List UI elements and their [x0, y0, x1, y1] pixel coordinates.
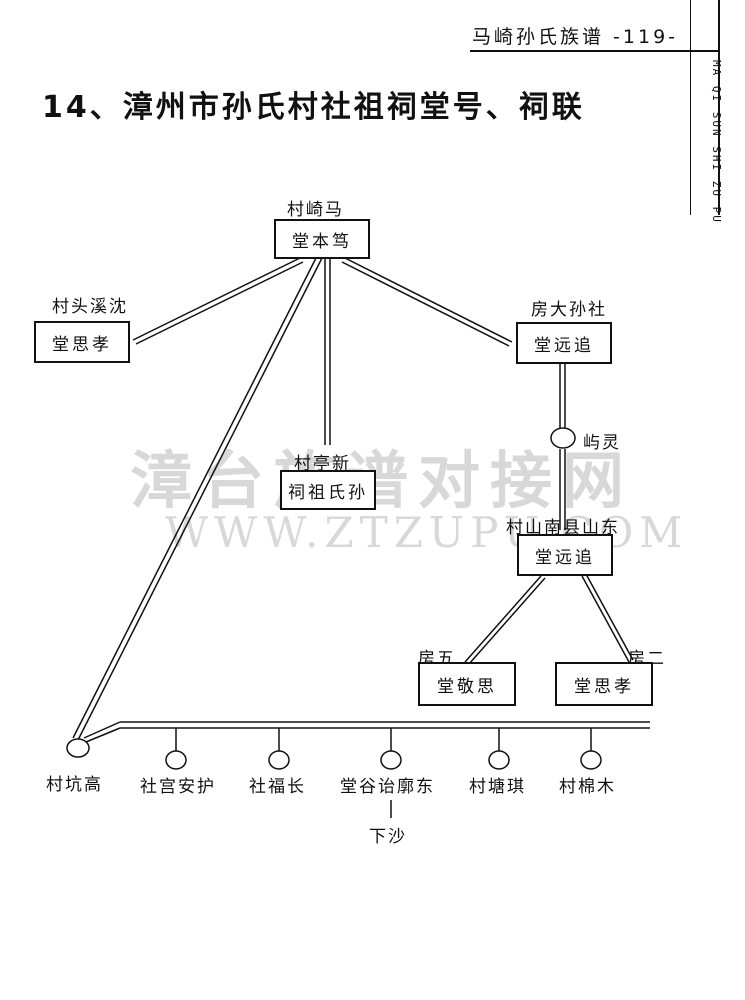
node-dongmiao [380, 750, 402, 770]
yuling-label: 屿灵 [583, 433, 621, 453]
dafang-hall-box: 堂远追 [516, 322, 612, 364]
side-rail [690, 0, 691, 215]
trunk-bend [83, 721, 121, 739]
changfu-label: 社福长 [249, 777, 306, 797]
shenxitou-hall-box: 堂思孝 [34, 321, 130, 363]
angong-label: 社宫安护 [140, 777, 216, 797]
side-romanized-title: MA QI SUN SHI ZU PU [710, 60, 723, 224]
node-yuling [550, 427, 576, 449]
node-mumian [580, 750, 602, 770]
header-rule [470, 50, 718, 52]
link-maqi-gaokeng [72, 257, 317, 739]
shandong-hall-box: 堂远追 [517, 534, 613, 576]
node-angong [165, 750, 187, 770]
xinting-village-label: 村亭新 [294, 454, 351, 474]
link-maqi-dafang [344, 257, 513, 343]
shandong-village-label: 村山南县山东 [506, 518, 620, 538]
xinting-hall-box: 祠祖氏孙 [280, 470, 376, 510]
shenxitou-village-label: 村头溪沈 [52, 297, 128, 317]
node-qitang [488, 750, 510, 770]
maqi-village-label: 村崎马 [287, 200, 344, 220]
fanger-hall-box: 堂思孝 [555, 662, 653, 706]
qitang-label: 村塘琪 [469, 777, 526, 797]
node-gaokeng [66, 738, 90, 758]
mumian-label: 村棉木 [559, 777, 616, 797]
gaokeng-label: 村坑高 [46, 775, 103, 795]
link-maqi-shenxitou [132, 257, 301, 341]
side-rail-outer [718, 0, 720, 215]
header-title: 马崎孙氏族谱 -119- [472, 26, 679, 48]
dongmiao-label: 堂谷诒廓东 [340, 777, 435, 797]
xiasha-label: 下沙 [369, 827, 407, 847]
dafang-village-label: 房大孙社 [531, 300, 607, 320]
fangwu-hall-box: 堂敬思 [418, 662, 516, 706]
link-shandong-fanger [581, 575, 630, 663]
section-title: 14、漳州市孙氏村社祖祠堂号、祠联 [42, 90, 585, 125]
node-changfu [268, 750, 290, 770]
watermark-text: 漳台族谱对接网 [130, 444, 635, 517]
maqi-hall-box: 堂本笃 [274, 219, 370, 259]
link-shandong-fangwu [464, 575, 542, 663]
